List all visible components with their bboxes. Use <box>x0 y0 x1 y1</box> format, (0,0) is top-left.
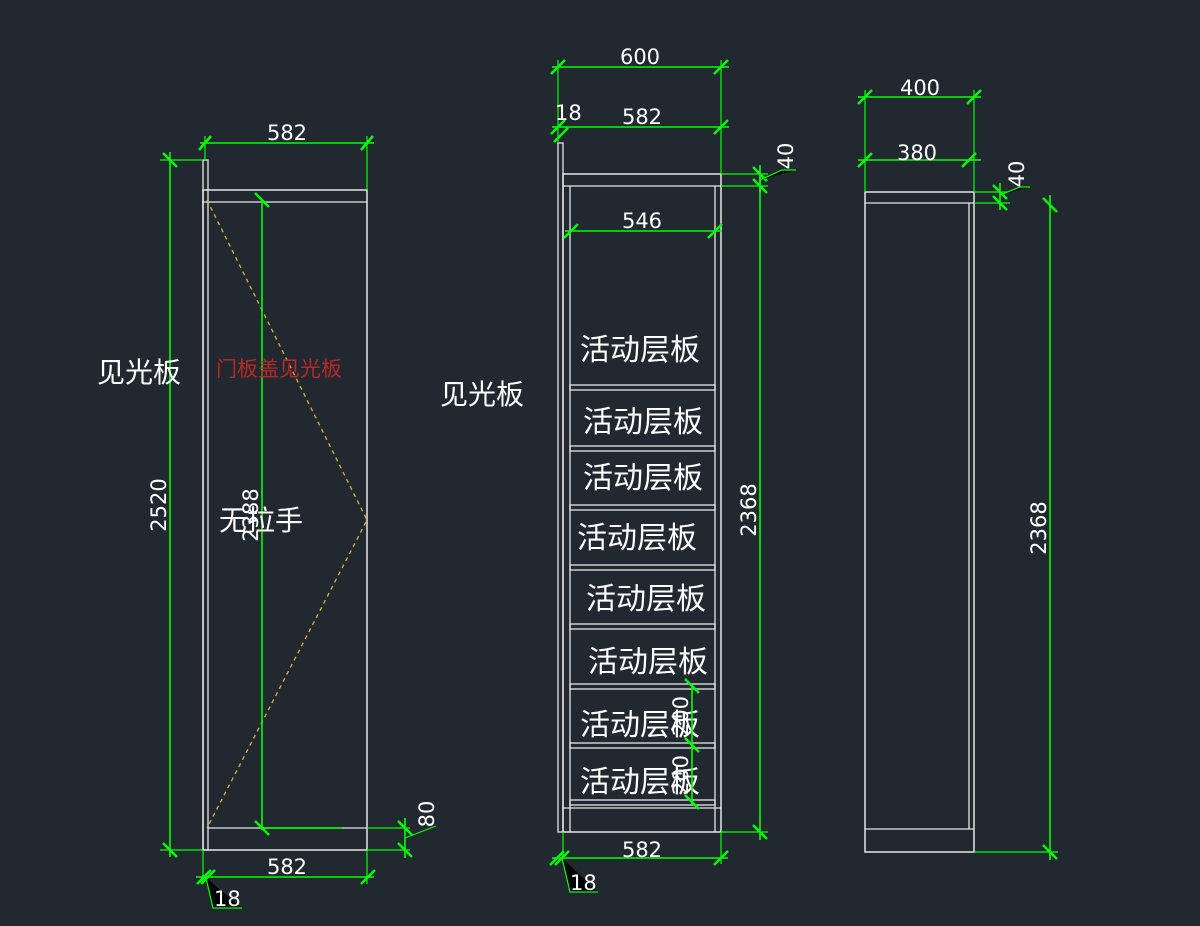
dim-middle-height-2368-text: 2368 <box>737 483 761 536</box>
label-visible-panel-left: 见光板 <box>97 356 181 389</box>
dim-middle-shelf-546-text: 546 <box>622 209 662 233</box>
dim-left-plinth-80-text: 80 <box>415 801 439 828</box>
left-cabinet-outline <box>202 189 368 851</box>
shelf-panel <box>569 742 716 749</box>
shelf-panel <box>569 384 716 391</box>
shelf-label: 活动层板 <box>580 333 700 368</box>
dim-right-inner-380-text: 380 <box>897 141 937 165</box>
shelf-panel <box>569 564 716 571</box>
dim-middle-outer-600-text: 600 <box>620 45 660 69</box>
dim-middle-inner-582-text: 582 <box>622 105 662 129</box>
shelf-label: 活动层板 <box>577 521 697 556</box>
shelf-label: 活动层板 <box>580 765 700 800</box>
dim-left-height-2520-text: 2520 <box>147 478 171 531</box>
label-door-covers-panel: 门板盖见光板 <box>216 357 342 381</box>
shelf-panel <box>569 623 716 630</box>
shelf-label: 活动层板 <box>588 645 708 680</box>
middle-elevation: 活动层板 活动层板 活动层板 活动层板 活动层板 活动层板 活动层板 活动层板 … <box>440 45 798 895</box>
dim-middle-bottom-582-text: 582 <box>622 838 662 862</box>
shelf-label: 活动层板 <box>586 582 706 617</box>
dim-middle-thickness-18-bottom-text: 18 <box>570 871 597 895</box>
dim-right-top-40-text: 40 <box>1005 161 1029 188</box>
shelf-label: 活动层板 <box>583 405 703 440</box>
label-visible-panel-middle: 见光板 <box>440 378 524 411</box>
shelf-label: 活动层板 <box>583 461 703 496</box>
left-elevation: 582 2520 2388 80 582 18 见光板 <box>97 121 439 911</box>
dim-left-door-2388-text: 2388 <box>239 488 263 541</box>
dim-middle-shelf-gap-2-text: 200 <box>669 755 693 795</box>
dim-middle-shelf-gap-1-text: 200 <box>669 696 693 736</box>
dim-right-height-2368-text: 2368 <box>1027 501 1051 554</box>
shelf-label: 活动层板 <box>580 708 700 743</box>
dim-middle-thickness-18-top-text: 18 <box>555 101 582 125</box>
middle-cabinet-outline <box>562 173 722 833</box>
right-elevation: 400 380 40 2368 <box>857 76 1058 860</box>
shelf-panel <box>569 445 716 452</box>
shelf-panel <box>569 504 716 511</box>
label-no-handle: 无拉手 <box>219 504 303 537</box>
dim-left-bottom-582-text: 582 <box>267 855 307 879</box>
shelf-panel <box>569 799 716 806</box>
shelf-panel <box>569 683 716 690</box>
dim-left-top-582-text: 582 <box>267 121 307 145</box>
dim-left-thickness-18-text: 18 <box>214 887 241 911</box>
right-cabinet-outline <box>864 191 975 853</box>
dim-right-depth-400-text: 400 <box>900 76 940 100</box>
shelves <box>569 384 716 806</box>
dim-middle-top-40-text: 40 <box>774 143 798 170</box>
